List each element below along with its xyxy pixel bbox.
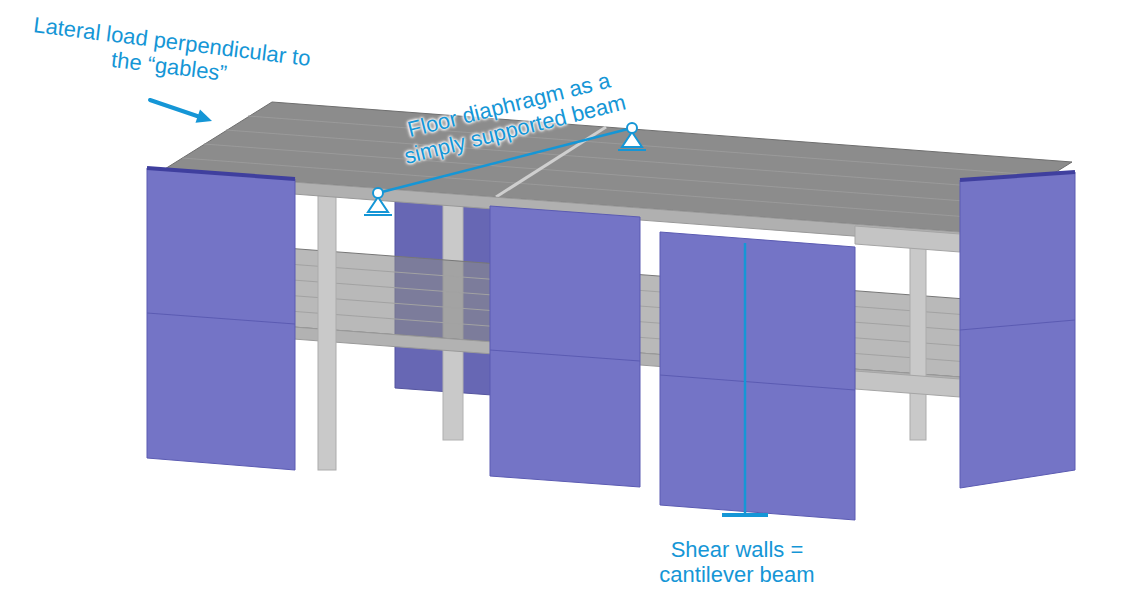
- storey-joint: [147, 313, 295, 324]
- load-arrow-shaft: [150, 100, 200, 117]
- plank-joint: [248, 261, 1048, 321]
- plank-joint: [226, 130, 1026, 190]
- cantilever-line: [744, 243, 747, 515]
- support-hinge: [373, 188, 383, 198]
- pin-support: [622, 132, 642, 147]
- wall-top-edge: [147, 168, 295, 179]
- shear-wall: [490, 206, 640, 487]
- top-slab-planks: [182, 116, 1048, 218]
- gable-shear-wall: [960, 172, 1075, 488]
- support-base: [364, 214, 392, 216]
- storey-joint: [960, 320, 1075, 330]
- fixed-support: [722, 513, 768, 517]
- annotation-label: Lateral load perpendicular to the “gable…: [16, 11, 325, 98]
- front-column: [910, 238, 926, 440]
- load-arrow-head: [196, 110, 213, 123]
- wall-top-edge: [960, 172, 1075, 180]
- plank-joint: [248, 116, 1048, 176]
- storey-joint: [490, 350, 640, 361]
- annotation-label: Shear walls = cantilever beam: [637, 537, 837, 588]
- edge-beam: [855, 371, 960, 397]
- storey-joint: [660, 375, 855, 390]
- shear-wall: [660, 232, 855, 520]
- edge-beam: [855, 226, 960, 252]
- gable-shear-wall: [147, 168, 295, 470]
- support-hinge: [627, 123, 637, 133]
- support-base: [618, 149, 646, 151]
- front-column: [318, 190, 336, 470]
- pin-support: [368, 197, 388, 212]
